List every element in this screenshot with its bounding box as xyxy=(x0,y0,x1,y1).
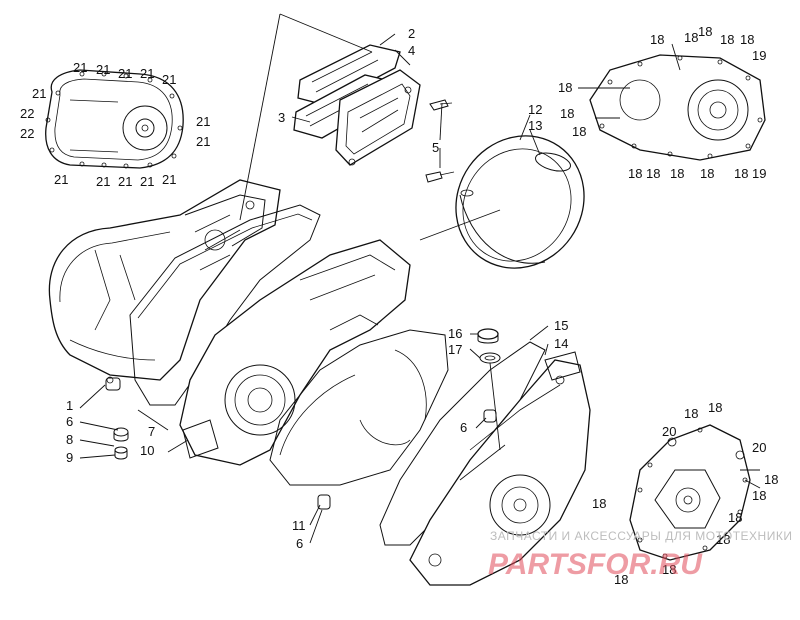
callout: 18 xyxy=(572,124,586,139)
callout: 18 xyxy=(614,572,628,587)
callout: 18 xyxy=(650,32,664,47)
gasket-14 xyxy=(379,341,546,546)
watermark: ЗАПЧАСТИ И АКСЕССУАРЫ ДЛЯ МОТОТЕХНИКИ PA… xyxy=(488,529,792,581)
callout: 18 xyxy=(728,510,742,525)
callout: 21 xyxy=(96,174,110,189)
callout: 19 xyxy=(752,166,766,181)
callout: 21 xyxy=(140,174,154,189)
callout: 9 xyxy=(66,450,73,465)
callout: 19 xyxy=(752,48,766,63)
callout: 8 xyxy=(66,432,73,447)
callout: 20 xyxy=(752,440,766,455)
callout: 21 xyxy=(162,72,176,87)
callout: 18 xyxy=(662,562,676,577)
small-parts-left xyxy=(105,377,129,460)
callout: 18 xyxy=(670,166,684,181)
callout-labels: 2 4 3 5 12 13 1 6 8 9 7 10 16 17 15 14 6… xyxy=(20,24,778,587)
callout: 5 xyxy=(432,140,439,155)
watermark-tagline: ЗАПЧАСТИ И АКСЕССУАРЫ ДЛЯ МОТОТЕХНИКИ xyxy=(490,529,792,543)
callout: 21 xyxy=(73,60,87,75)
callout: 21 xyxy=(196,134,210,149)
air-duct-assembly xyxy=(293,44,453,166)
callout: 21 xyxy=(96,62,110,77)
callout: 15 xyxy=(554,318,568,333)
callout: 2 xyxy=(408,26,415,41)
callout: 12 xyxy=(528,102,542,117)
inner-clutch-case xyxy=(179,239,411,466)
callout: 18 xyxy=(764,472,778,487)
callout: 13 xyxy=(528,118,542,133)
callout: 21 xyxy=(196,114,210,129)
callout: 16 xyxy=(448,326,462,341)
callout: 6 xyxy=(296,536,303,551)
callout: 18 xyxy=(700,166,714,181)
callout: 18 xyxy=(720,32,734,47)
clutch-cover-housing xyxy=(48,179,281,384)
top-right-cover xyxy=(589,54,766,161)
plug-16 xyxy=(477,328,499,344)
callout: 21 xyxy=(54,172,68,187)
callout: 21 xyxy=(118,66,132,81)
callout: 18 xyxy=(734,166,748,181)
intake-boot xyxy=(455,135,585,269)
leader-lines xyxy=(79,13,761,544)
magneto-cover xyxy=(409,351,591,586)
callout: 18 xyxy=(698,24,712,39)
callout: 10 xyxy=(140,443,154,458)
callout: 18 xyxy=(684,30,698,45)
callout: 18 xyxy=(752,488,766,503)
outer-clutch-cover xyxy=(45,69,184,169)
callout: 18 xyxy=(740,32,754,47)
gasket-7 xyxy=(129,204,321,406)
callout: 21 xyxy=(118,174,132,189)
callout: 11 xyxy=(292,518,306,533)
callout: 22 xyxy=(20,126,34,141)
callout: 7 xyxy=(148,424,155,439)
callout: 18 xyxy=(646,166,660,181)
bottom-right-cover xyxy=(629,424,751,561)
callout: 18 xyxy=(628,166,642,181)
callout: 18 xyxy=(708,400,722,415)
callout: 18 xyxy=(684,406,698,421)
callout: 20 xyxy=(662,424,676,439)
bolt-5 xyxy=(425,171,455,183)
callout: 18 xyxy=(560,106,574,121)
o-ring-17 xyxy=(479,352,501,364)
dowel-pin xyxy=(317,494,331,510)
watermark-logo: PARTSFOR.RU xyxy=(488,548,703,581)
callout: 14 xyxy=(554,336,568,351)
callout: 18 xyxy=(558,80,572,95)
callout: 17 xyxy=(448,342,462,357)
callout: 21 xyxy=(140,66,154,81)
callout: 6 xyxy=(460,420,467,435)
callout: 18 xyxy=(592,496,606,511)
callout: 21 xyxy=(32,86,46,101)
gasket-11 xyxy=(269,329,449,486)
callout: 3 xyxy=(278,110,285,125)
callout: 6 xyxy=(66,414,73,429)
callout: 21 xyxy=(162,172,176,187)
callout: 1 xyxy=(66,398,73,413)
callout: 18 xyxy=(716,532,730,547)
callout: 22 xyxy=(20,106,34,121)
callout: 4 xyxy=(408,43,415,58)
